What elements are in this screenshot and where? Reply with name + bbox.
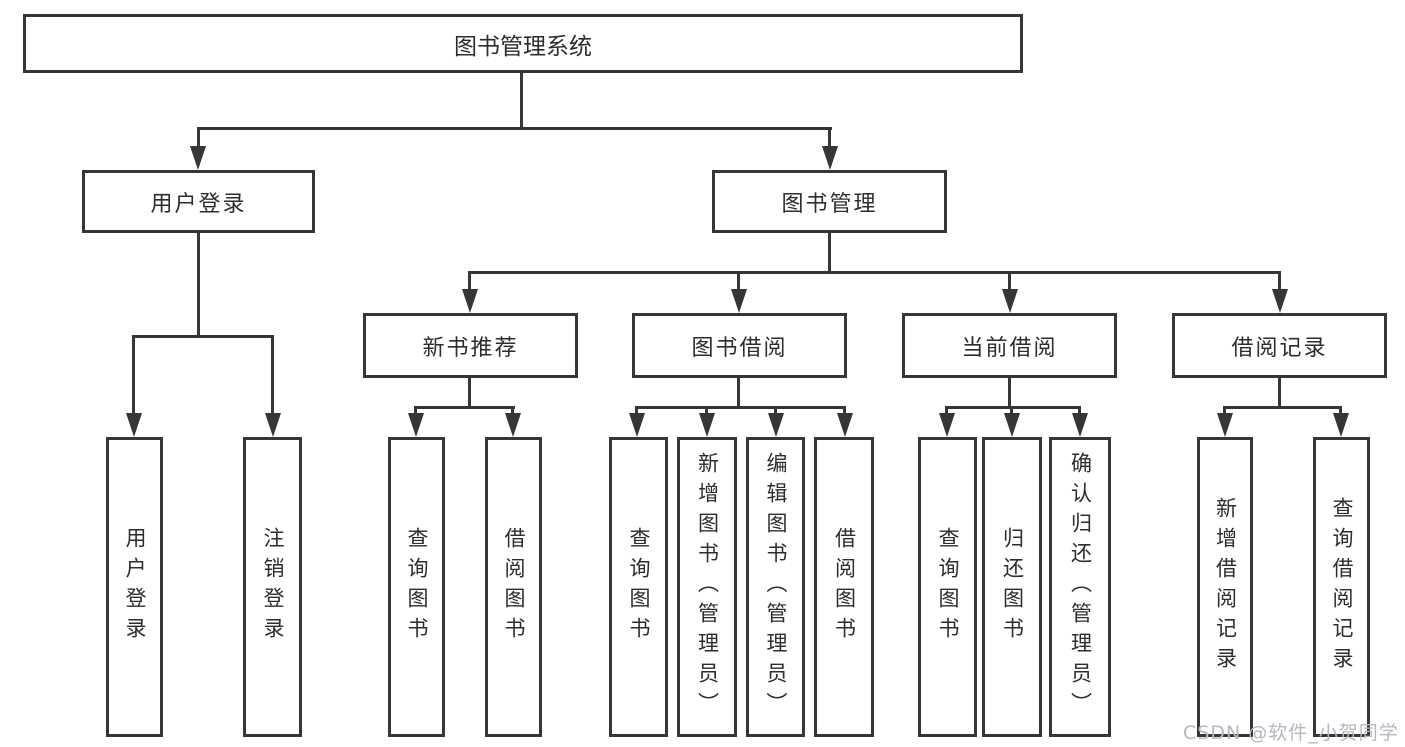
leaf-edit-books-admin: 编辑图书（管理员） bbox=[746, 437, 805, 737]
connector-drop-leaf bbox=[774, 406, 777, 418]
connector-borrowing-split bbox=[635, 406, 846, 409]
leaf-borrow-books-recommend: 借阅图书 bbox=[485, 437, 542, 737]
connector-drop-leaf bbox=[1223, 406, 1226, 418]
node-new-book-recommend: 新书推荐 bbox=[363, 313, 578, 378]
leaf-query-books-borrowing: 查询图书 bbox=[609, 437, 668, 737]
arrow-down-icon bbox=[1272, 289, 1288, 313]
arrow-down-icon bbox=[265, 413, 281, 437]
arrow-down-icon bbox=[822, 146, 838, 170]
arrow-down-icon bbox=[1333, 413, 1349, 437]
arrow-down-icon bbox=[629, 413, 645, 437]
connector-drop-user-login bbox=[197, 127, 200, 151]
connector-user-login-stem bbox=[197, 233, 200, 338]
arrow-down-icon bbox=[505, 413, 521, 437]
connector-drop-leaf bbox=[945, 406, 948, 418]
connector-drop-leaf bbox=[1339, 406, 1342, 418]
connector-drop-book-mgmt bbox=[828, 127, 831, 151]
connector-root-split bbox=[197, 127, 832, 130]
connector-drop-leaf bbox=[705, 406, 708, 418]
leaf-label: 新增借阅记录 bbox=[1213, 497, 1238, 677]
arrow-down-icon bbox=[731, 289, 747, 313]
arrow-down-icon bbox=[837, 413, 853, 437]
connector-current-stem bbox=[1008, 378, 1011, 409]
leaf-label: 查询图书 bbox=[936, 527, 960, 647]
arrow-down-icon bbox=[768, 413, 784, 437]
connector-user-login-split bbox=[132, 335, 274, 338]
node-book-borrowing: 图书借阅 bbox=[632, 313, 847, 378]
leaf-label: 编辑图书（管理员） bbox=[764, 452, 788, 722]
arrow-down-icon bbox=[408, 413, 424, 437]
arrow-down-icon bbox=[126, 413, 142, 437]
connector-book-mgmt-split bbox=[468, 271, 1281, 274]
leaf-borrow-books: 借阅图书 bbox=[814, 437, 874, 737]
connector-current-split bbox=[945, 406, 1081, 409]
leaf-label: 借阅图书 bbox=[502, 527, 526, 647]
node-current-borrowing: 当前借阅 bbox=[902, 313, 1117, 378]
connector-drop-leaf bbox=[414, 406, 417, 418]
connector-records-split bbox=[1223, 406, 1342, 409]
leaf-query-books-current: 查询图书 bbox=[918, 437, 977, 737]
connector-book-mgmt-stem bbox=[828, 233, 831, 274]
connector-drop-level3 bbox=[737, 271, 740, 294]
leaf-label: 注销登录 bbox=[261, 527, 285, 647]
leaf-query-books-recommend: 查询图书 bbox=[388, 437, 445, 737]
connector-drop-level3 bbox=[468, 271, 471, 294]
node-borrowing-records: 借阅记录 bbox=[1172, 313, 1387, 378]
arrow-down-icon bbox=[699, 413, 715, 437]
arrow-down-icon bbox=[462, 289, 478, 313]
connector-drop-leaf bbox=[1010, 406, 1013, 418]
leaf-label: 新增图书（管理员） bbox=[695, 452, 720, 722]
leaf-label: 查询图书 bbox=[627, 527, 651, 647]
leaf-label: 查询图书 bbox=[405, 527, 429, 647]
arrow-down-icon bbox=[1072, 413, 1088, 437]
leaf-label: 确认归还（管理员） bbox=[1068, 452, 1093, 722]
arrow-down-icon bbox=[1002, 289, 1018, 313]
connector-borrowing-stem bbox=[737, 378, 740, 409]
arrow-down-icon bbox=[939, 413, 955, 437]
leaf-query-borrow-record: 查询借阅记录 bbox=[1313, 437, 1370, 737]
leaf-confirm-return-admin: 确认归还（管理员） bbox=[1049, 437, 1111, 737]
node-user-login: 用户登录 bbox=[82, 170, 315, 233]
leaf-label: 查询借阅记录 bbox=[1330, 497, 1354, 677]
connector-drop-leaf bbox=[271, 335, 274, 418]
connector-drop-level3 bbox=[1278, 271, 1281, 294]
connector-root-stem bbox=[520, 73, 523, 130]
leaf-label: 用户登录 bbox=[123, 527, 147, 647]
leaf-user-login: 用户登录 bbox=[106, 437, 163, 737]
arrow-down-icon bbox=[190, 146, 206, 170]
connector-drop-leaf bbox=[511, 406, 514, 418]
connector-drop-level3 bbox=[1008, 271, 1011, 294]
arrow-down-icon bbox=[1217, 413, 1233, 437]
node-book-management: 图书管理 bbox=[712, 170, 947, 233]
arrow-down-icon bbox=[1004, 413, 1020, 437]
connector-recommend-stem bbox=[468, 378, 471, 409]
connector-drop-leaf bbox=[843, 406, 846, 418]
leaf-return-books: 归还图书 bbox=[982, 437, 1042, 737]
connector-drop-leaf bbox=[635, 406, 638, 418]
connector-recommend-split bbox=[414, 406, 515, 409]
node-root-system: 图书管理系统 bbox=[23, 14, 1023, 73]
leaf-label: 借阅图书 bbox=[832, 527, 857, 647]
connector-drop-leaf bbox=[132, 335, 135, 418]
csdn-watermark: CSDN @软件_小贺同学 bbox=[1183, 722, 1399, 744]
connector-records-stem bbox=[1278, 378, 1281, 409]
connector-drop-leaf bbox=[1078, 406, 1081, 418]
leaf-add-books-admin: 新增图书（管理员） bbox=[677, 437, 737, 737]
leaf-label: 归还图书 bbox=[1000, 527, 1025, 647]
leaf-logout: 注销登录 bbox=[243, 437, 302, 737]
leaf-add-borrow-record: 新增借阅记录 bbox=[1197, 437, 1253, 737]
